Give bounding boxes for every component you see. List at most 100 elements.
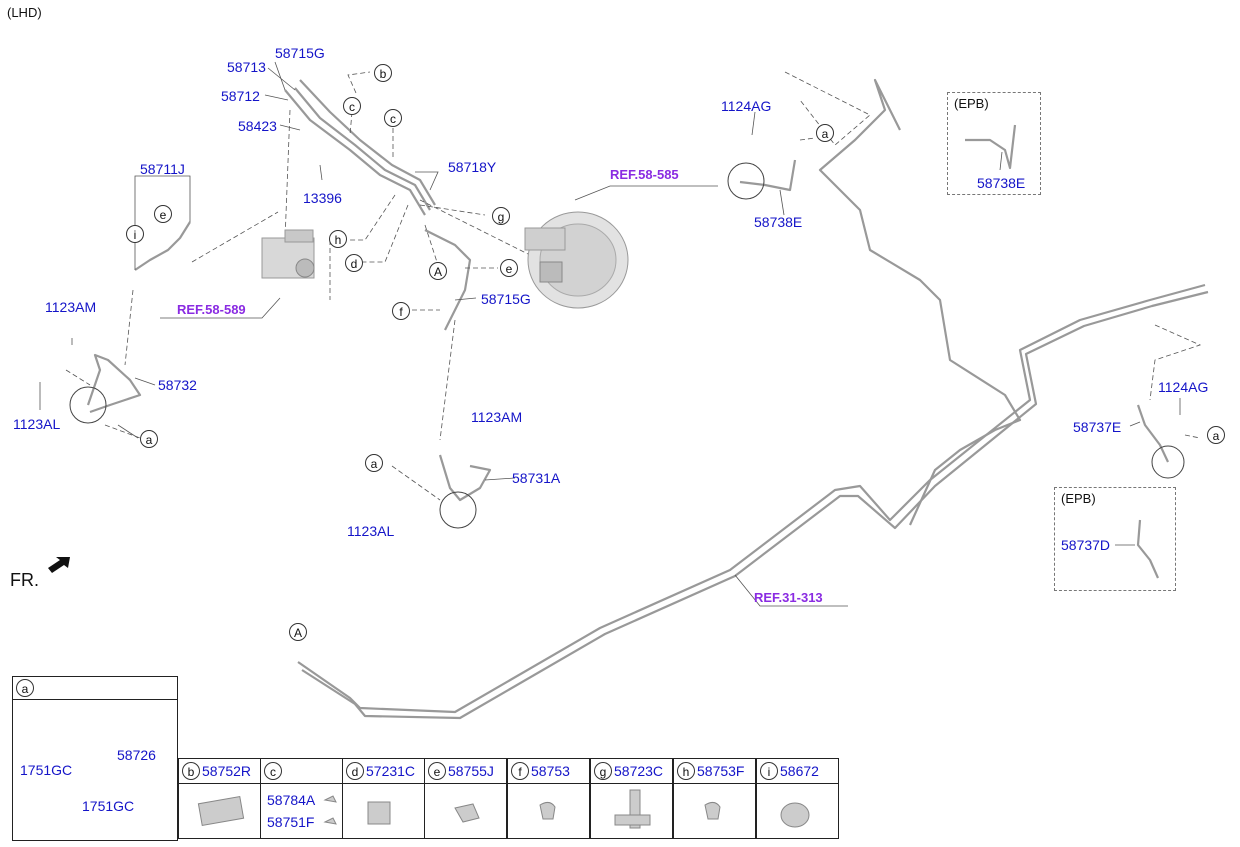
part-58737E[interactable]: 58737E (1073, 419, 1122, 435)
part-1123AM-left[interactable]: 1123AM (45, 299, 97, 315)
detail-a-body (12, 699, 178, 841)
top-bundle-2 (294, 87, 431, 211)
detail-a-part-1751GC-1[interactable]: 1751GC (20, 762, 73, 778)
top-bundle-3 (299, 79, 436, 206)
callout-e-mid[interactable]: e (500, 259, 518, 277)
abs-module-illustration (261, 229, 315, 279)
left-hose-lower (86, 353, 142, 414)
callout-a-left[interactable]: a (140, 430, 158, 448)
table-cell-b (178, 783, 261, 839)
epb-bottom-hose (1136, 519, 1160, 579)
callout-i[interactable]: i (126, 225, 144, 243)
left-front-hose (134, 221, 191, 271)
mid-hose (438, 454, 492, 502)
callout-c2[interactable]: c (384, 109, 402, 127)
table-part-d[interactable]: 57231C (366, 763, 416, 779)
table-cell-f (507, 783, 590, 839)
table-header-c: c (260, 758, 343, 784)
callout-c1[interactable]: c (343, 97, 361, 115)
part-58732[interactable]: 58732 (158, 377, 197, 393)
part-1123AL-left[interactable]: 1123AL (13, 416, 61, 432)
detail-a-part-58726[interactable]: 58726 (117, 747, 156, 763)
ref-31-313[interactable]: REF.31-313 (754, 590, 823, 605)
rf-hose (739, 159, 797, 192)
table-part-g[interactable]: 58723C (614, 763, 664, 779)
callout-h[interactable]: h (329, 230, 347, 248)
callout-b[interactable]: b (374, 64, 392, 82)
callout-d[interactable]: d (345, 254, 363, 272)
main-brake-tube (297, 283, 1206, 714)
table-cell-g (590, 783, 673, 839)
epb-label-top: (EPB) (954, 96, 989, 111)
table-key-d: d (346, 762, 364, 780)
ref-58-585[interactable]: REF.58-585 (610, 167, 679, 182)
table-subpart-c-0[interactable]: 58784A (267, 792, 316, 808)
main-brake-tube-2 (301, 290, 1209, 720)
table-subpart-c-1[interactable]: 58751F (267, 814, 315, 830)
part-1123AM-mid[interactable]: 1123AM (471, 409, 523, 425)
part-58713[interactable]: 58713 (227, 59, 266, 75)
epb-label-bottom: (EPB) (1061, 491, 1096, 506)
table-part-e[interactable]: 58755J (448, 763, 494, 779)
front-arrow-icon (48, 557, 70, 573)
table-part-i[interactable]: 58672 (780, 763, 819, 779)
table-cell-h (673, 783, 756, 839)
table-cell-c: 58784A 58751F (260, 783, 343, 839)
detail-a-part-1751GC-2[interactable]: 1751GC (82, 798, 135, 814)
table-key-b: b (182, 762, 200, 780)
table-key-c: c (264, 762, 282, 780)
part-58712[interactable]: 58712 (221, 88, 260, 104)
table-part-h[interactable]: 58753F (697, 763, 745, 779)
table-part-b[interactable]: 58752R (202, 763, 252, 779)
part-58423[interactable]: 58423 (238, 118, 277, 134)
table-key-h: h (677, 762, 695, 780)
callout-e-left[interactable]: e (154, 205, 172, 223)
table-key-i: i (760, 762, 778, 780)
table-cell-e (424, 783, 507, 839)
rr-hose (1136, 404, 1169, 463)
part-58737D[interactable]: 58737D (1061, 537, 1111, 553)
front-right-tube (818, 78, 1022, 526)
detail-a-header (12, 676, 178, 700)
part-58715G[interactable]: 58715G (275, 45, 325, 61)
callout-A-mid[interactable]: A (429, 262, 447, 280)
part-58738E-epb[interactable]: 58738E (977, 175, 1026, 191)
top-bundle-1 (284, 89, 426, 216)
callout-g[interactable]: g (492, 207, 510, 225)
table-key-e: e (428, 762, 446, 780)
part-58731A[interactable]: 58731A (512, 470, 561, 486)
part-58715G-mid[interactable]: 58715G (481, 291, 531, 307)
epb-top-hose (965, 124, 1017, 170)
mid-tube (424, 229, 472, 331)
part-1123AL-mid[interactable]: 1123AL (347, 523, 395, 539)
table-cell-i (756, 783, 839, 839)
brake-booster-illustration (524, 211, 629, 309)
part-13396[interactable]: 13396 (303, 190, 342, 206)
front-marker: FR. (10, 570, 39, 590)
part-1124AG-right[interactable]: 1124AG (1158, 379, 1209, 395)
callout-a-mid[interactable]: a (365, 454, 383, 472)
epb-box-top (947, 92, 1041, 195)
callout-A-bottom[interactable]: A (289, 623, 307, 641)
part-58718Y[interactable]: 58718Y (448, 159, 497, 175)
ref-58-589[interactable]: REF.58-589 (177, 302, 246, 317)
callout-a-top[interactable]: a (816, 124, 834, 142)
table-part-f[interactable]: 58753 (531, 763, 570, 779)
detail-a-key: a (16, 679, 34, 697)
epb-box-bottom (1054, 487, 1176, 591)
table-illustrations (197, 789, 810, 829)
callout-a-right[interactable]: a (1207, 426, 1225, 444)
part-1124AG-top[interactable]: 1124AG (721, 98, 772, 114)
callout-f[interactable]: f (392, 302, 410, 320)
part-58711J[interactable]: 58711J (140, 161, 185, 177)
drive-variant: (LHD) (7, 5, 42, 20)
part-58738E[interactable]: 58738E (754, 214, 803, 230)
